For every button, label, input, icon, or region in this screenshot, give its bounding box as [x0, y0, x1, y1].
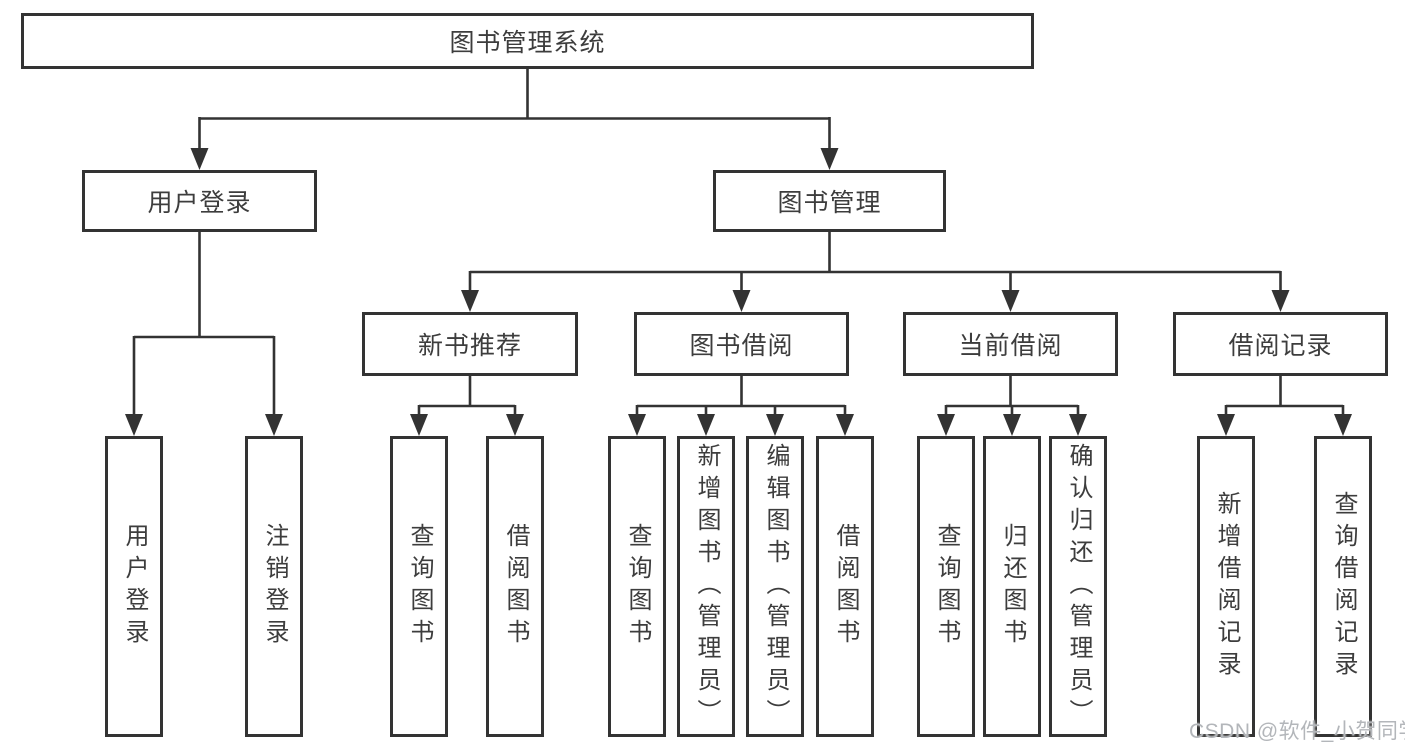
node-root: 图书管理系统 — [21, 13, 1034, 69]
edge-newbookrec-to-leaves — [410, 376, 524, 436]
leaf-logout: 注销登录 — [245, 436, 303, 737]
leaf-query-borrow-record: 查询借阅记录 — [1314, 436, 1372, 737]
edge-bookmgmt-to-level3 — [461, 232, 1290, 312]
leaf-borrow-query-books: 查询图书 — [608, 436, 666, 737]
node-book-borrowing: 图书借阅 — [634, 312, 849, 376]
leaf-confirm-return-admin: 确认归还（管理员） — [1049, 436, 1107, 737]
edge-userlogin-to-leaves — [125, 232, 283, 436]
edge-bookborrow-to-leaves — [628, 376, 854, 436]
edge-currentborrow-to-leaves — [937, 376, 1087, 436]
node-new-book-recommendation: 新书推荐 — [362, 312, 578, 376]
node-borrowing-records: 借阅记录 — [1173, 312, 1388, 376]
leaf-add-book-admin: 新增图书（管理员） — [677, 436, 735, 737]
node-user-login: 用户登录 — [82, 170, 317, 232]
leaf-add-borrow-record: 新增借阅记录 — [1197, 436, 1255, 737]
node-book-management: 图书管理 — [713, 170, 946, 232]
leaf-user-login: 用户登录 — [105, 436, 163, 737]
leaf-return-book: 归还图书 — [983, 436, 1041, 737]
leaf-edit-book-admin: 编辑图书（管理员） — [746, 436, 804, 737]
leaf-borrow-books: 借阅图书 — [816, 436, 874, 737]
leaf-rec-query-books: 查询图书 — [390, 436, 448, 737]
leaf-current-query-books: 查询图书 — [917, 436, 975, 737]
node-current-borrowing: 当前借阅 — [903, 312, 1118, 376]
edge-root-to-level2 — [190, 69, 839, 170]
edge-borrowrecords-to-leaves — [1217, 376, 1352, 436]
leaf-rec-borrow-books: 借阅图书 — [486, 436, 544, 737]
